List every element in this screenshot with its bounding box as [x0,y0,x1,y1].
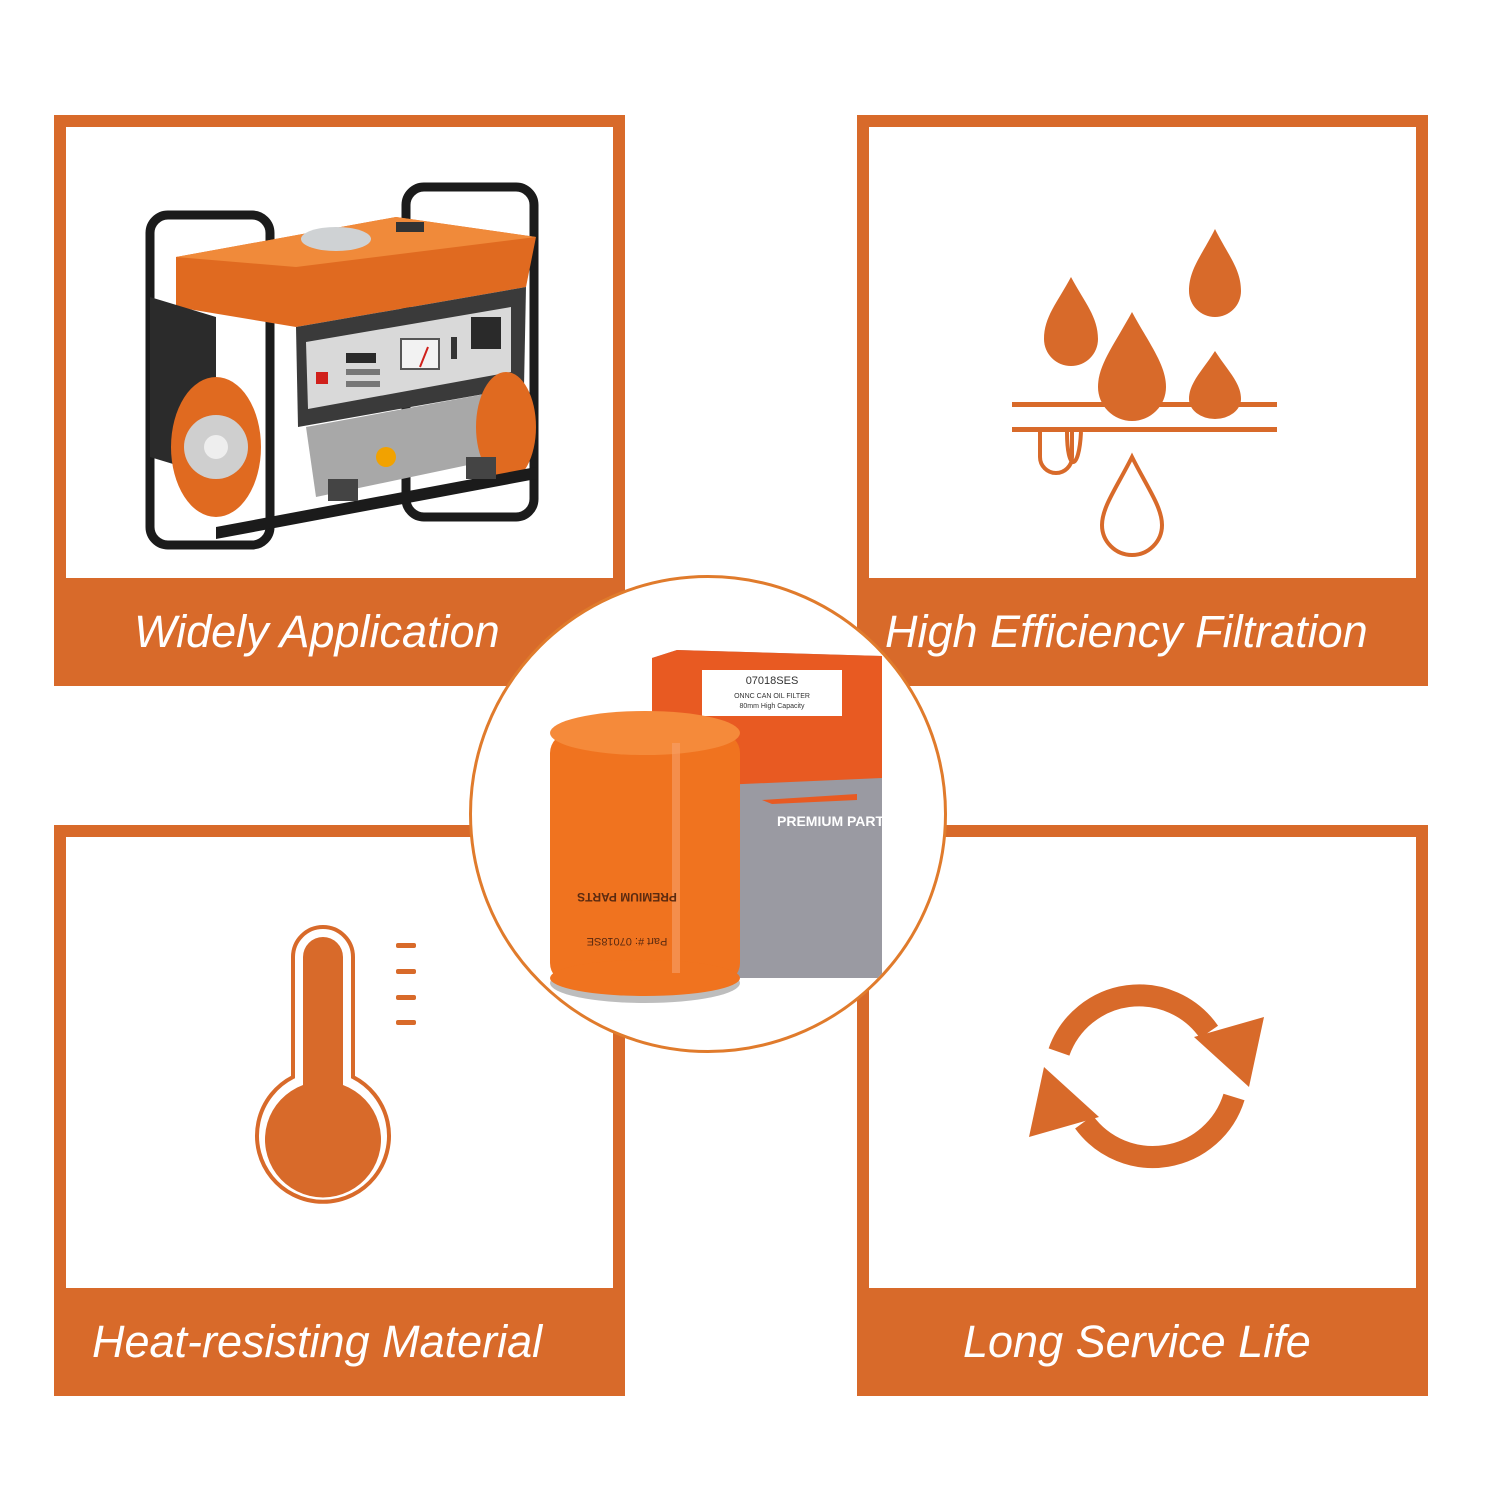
box-line-1: ONNC CAN OIL FILTER [734,693,810,700]
feature-caption: Heat-resisting Material [92,1316,543,1367]
feature-card-long-service-life: Long Service Life [857,825,1428,1396]
oil-filter-product-image: 07018SES ONNC CAN OIL FILTER 80mm High C… [550,650,893,1003]
feature-panel [869,837,1416,1288]
oil-filter-can: Part #: 07018SE PREMIUM PARTS [550,711,740,1003]
feature-caption: Widely Application [134,606,500,657]
box-part-number: 07018SES [746,675,799,687]
thermometer-icon [255,924,416,1204]
generator-image [145,182,539,550]
product-image-circle: 07018SES ONNC CAN OIL FILTER 80mm High C… [469,575,947,1053]
filter-part-number: Part #: 07018SE [587,935,668,947]
oil-drops-filter-icon [1012,229,1277,557]
cycle-arrows-icon [1029,984,1264,1168]
box-line-2: 80mm High Capacity [740,703,805,710]
feature-panel [66,127,613,578]
feature-card-high-efficiency-filtration: High Efficiency Filtration [857,115,1428,686]
feature-caption: High Efficiency Filtration [885,606,1368,657]
feature-card-widely-application: Widely Application [54,115,625,686]
box-brand: PREMIUM PARTS [777,813,893,829]
filter-brand: PREMIUM PARTS [577,890,677,904]
feature-caption: Long Service Life [963,1316,1311,1367]
feature-panel [869,127,1416,578]
